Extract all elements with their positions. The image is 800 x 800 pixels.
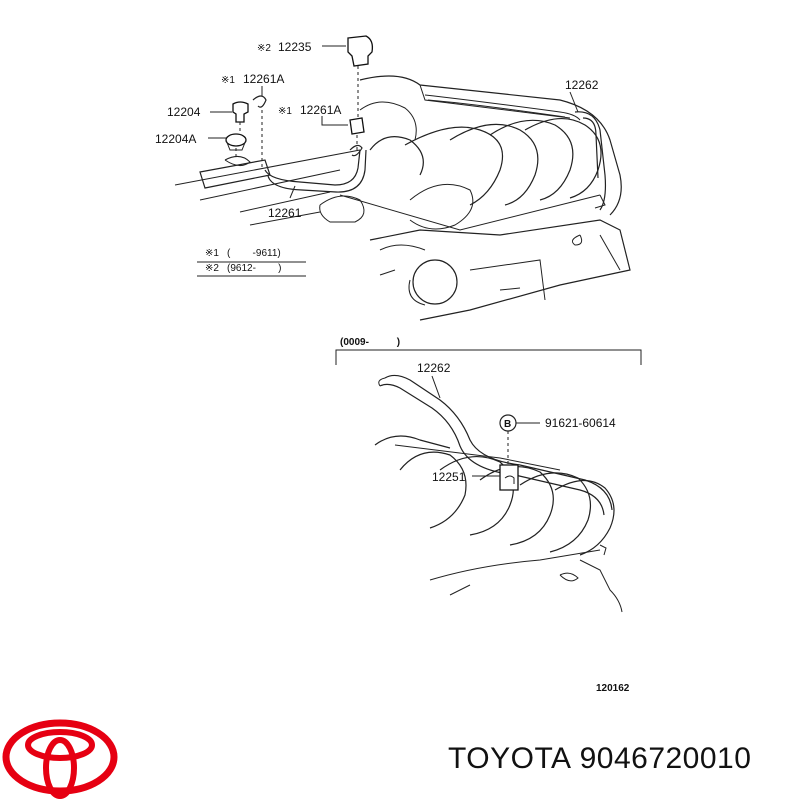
bolt-b-mark: B bbox=[504, 419, 511, 430]
section-range: (0009- ) bbox=[340, 337, 400, 348]
callout-12204: 12204 bbox=[167, 105, 201, 119]
callout-12261: 12261 bbox=[268, 206, 302, 220]
upper-engine-drawing bbox=[174, 35, 631, 321]
callout-91621-60614: 91621-60614 bbox=[545, 416, 616, 430]
note2-mark: ※2 bbox=[205, 263, 219, 274]
applicability-notes: ※1 ( -9611) ※2 (9612- ) bbox=[197, 248, 306, 277]
callout-12261a-mid: 12261A bbox=[300, 103, 341, 117]
figure-id: 120162 bbox=[596, 683, 630, 694]
callout-12262-top: 12262 bbox=[565, 78, 599, 92]
callout-12251: 12251 bbox=[432, 470, 466, 484]
note1-mark: ※1 bbox=[205, 248, 219, 259]
callout-12261a-top: 12261A bbox=[243, 72, 284, 86]
callout-12204a: 12204A bbox=[155, 132, 196, 146]
brand-name: TOYOTA bbox=[448, 742, 572, 775]
note1-text: ( -9611) bbox=[227, 248, 281, 259]
lower-section-bracket: (0009- ) bbox=[335, 337, 642, 365]
note-mark-2: ※2 bbox=[257, 43, 271, 54]
note-mark-1: ※1 bbox=[221, 75, 235, 86]
toyota-logo bbox=[2, 719, 118, 799]
lower-callouts: 12262 B 91621-60614 12251 bbox=[417, 361, 616, 484]
note2-text: (9612- ) bbox=[227, 263, 281, 274]
part-number: 9046720010 bbox=[579, 742, 752, 775]
note-mark-1b: ※1 bbox=[278, 106, 292, 117]
upper-callouts: ※2 12235 ※1 12261A 12204 ※1 12261A 12204… bbox=[155, 40, 599, 220]
lower-engine-drawing bbox=[374, 374, 623, 613]
callout-12235: 12235 bbox=[278, 40, 312, 54]
callout-12262-bottom: 12262 bbox=[417, 361, 451, 375]
